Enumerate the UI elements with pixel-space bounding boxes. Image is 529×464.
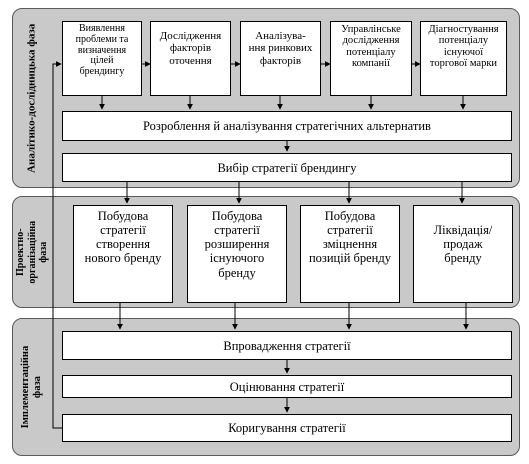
implementation-box: Впровадження стратегії [62,331,512,360]
analysis-step-market: Аналізува- ння ринкових факторів [240,21,321,96]
analysis-step-label: Дослідження факторів оточення [159,30,222,67]
implementation-label: Впровадження стратегії [223,338,351,353]
analysis-step-label: Виявлення проблеми та визначення цілей б… [75,23,129,78]
strategy-extend-brand: Побудова стратегії розширення існуючого … [187,205,287,303]
strategic-alternatives-label: Розроблення й аналізування стратегічних … [143,119,431,133]
analysis-step-environment: Дослідження факторів оточення [150,21,231,96]
strategy-label: Побудова стратегії створення нового брен… [84,209,162,266]
analysis-step-label: Аналізува- ння ринкових факторів [248,30,313,67]
correction-label: Коригування стратегії [228,421,346,435]
analysis-step-company-potential: Управлінське дослідження потенціалу комп… [330,21,412,96]
strategy-label: Побудова стратегії зміцнення позицій бре… [308,209,391,266]
evaluation-label: Оцінювання стратегії [229,379,345,394]
correction-box: Коригування стратегії [62,414,512,442]
feedback-loop-line [52,61,62,429]
strategy-label: Ліквідація/ продаж бренду [433,223,493,266]
analysis-step-label: Діагностування потенціалу існуючої торго… [428,24,499,69]
strategy-new-brand: Побудова стратегії створення нового брен… [73,205,173,303]
evaluation-box: Оцінювання стратегії [62,375,512,398]
strategy-label: Побудова стратегії розширення існуючого … [204,209,270,280]
analysis-step-problem-goals: Виявлення проблеми та визначення цілей б… [62,21,142,96]
strategy-liquidate-brand: Ліквідація/ продаж бренду [413,205,513,303]
strategy-choice-box: Вибір стратегії брендингу [62,153,512,182]
strategic-alternatives-box: Розроблення й аналізування стратегічних … [62,111,512,141]
analysis-step-label: Управлінське дослідження потенціалу комп… [341,24,401,69]
strategy-strengthen-brand: Побудова стратегії зміцнення позицій бре… [300,205,400,303]
analysis-step-brand-diagnostics: Діагностування потенціалу існуючої торго… [420,21,507,96]
strategy-choice-label: Вибір стратегії брендингу [217,160,357,175]
